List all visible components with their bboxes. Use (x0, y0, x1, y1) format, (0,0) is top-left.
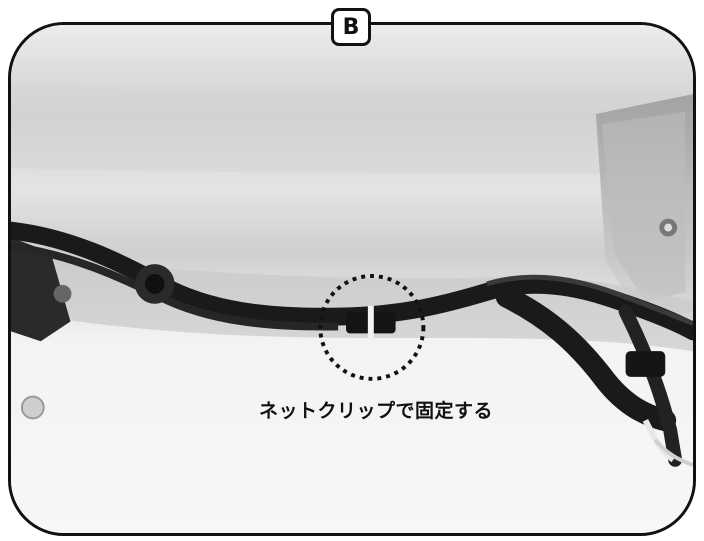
annotation-caption: ネットクリップで固定する (258, 400, 493, 422)
dotted-circle-icon (318, 274, 426, 381)
photo-frame (8, 22, 696, 536)
section-badge: B (331, 8, 371, 46)
harness-photo (11, 25, 693, 533)
section-badge-label: B (342, 14, 360, 40)
